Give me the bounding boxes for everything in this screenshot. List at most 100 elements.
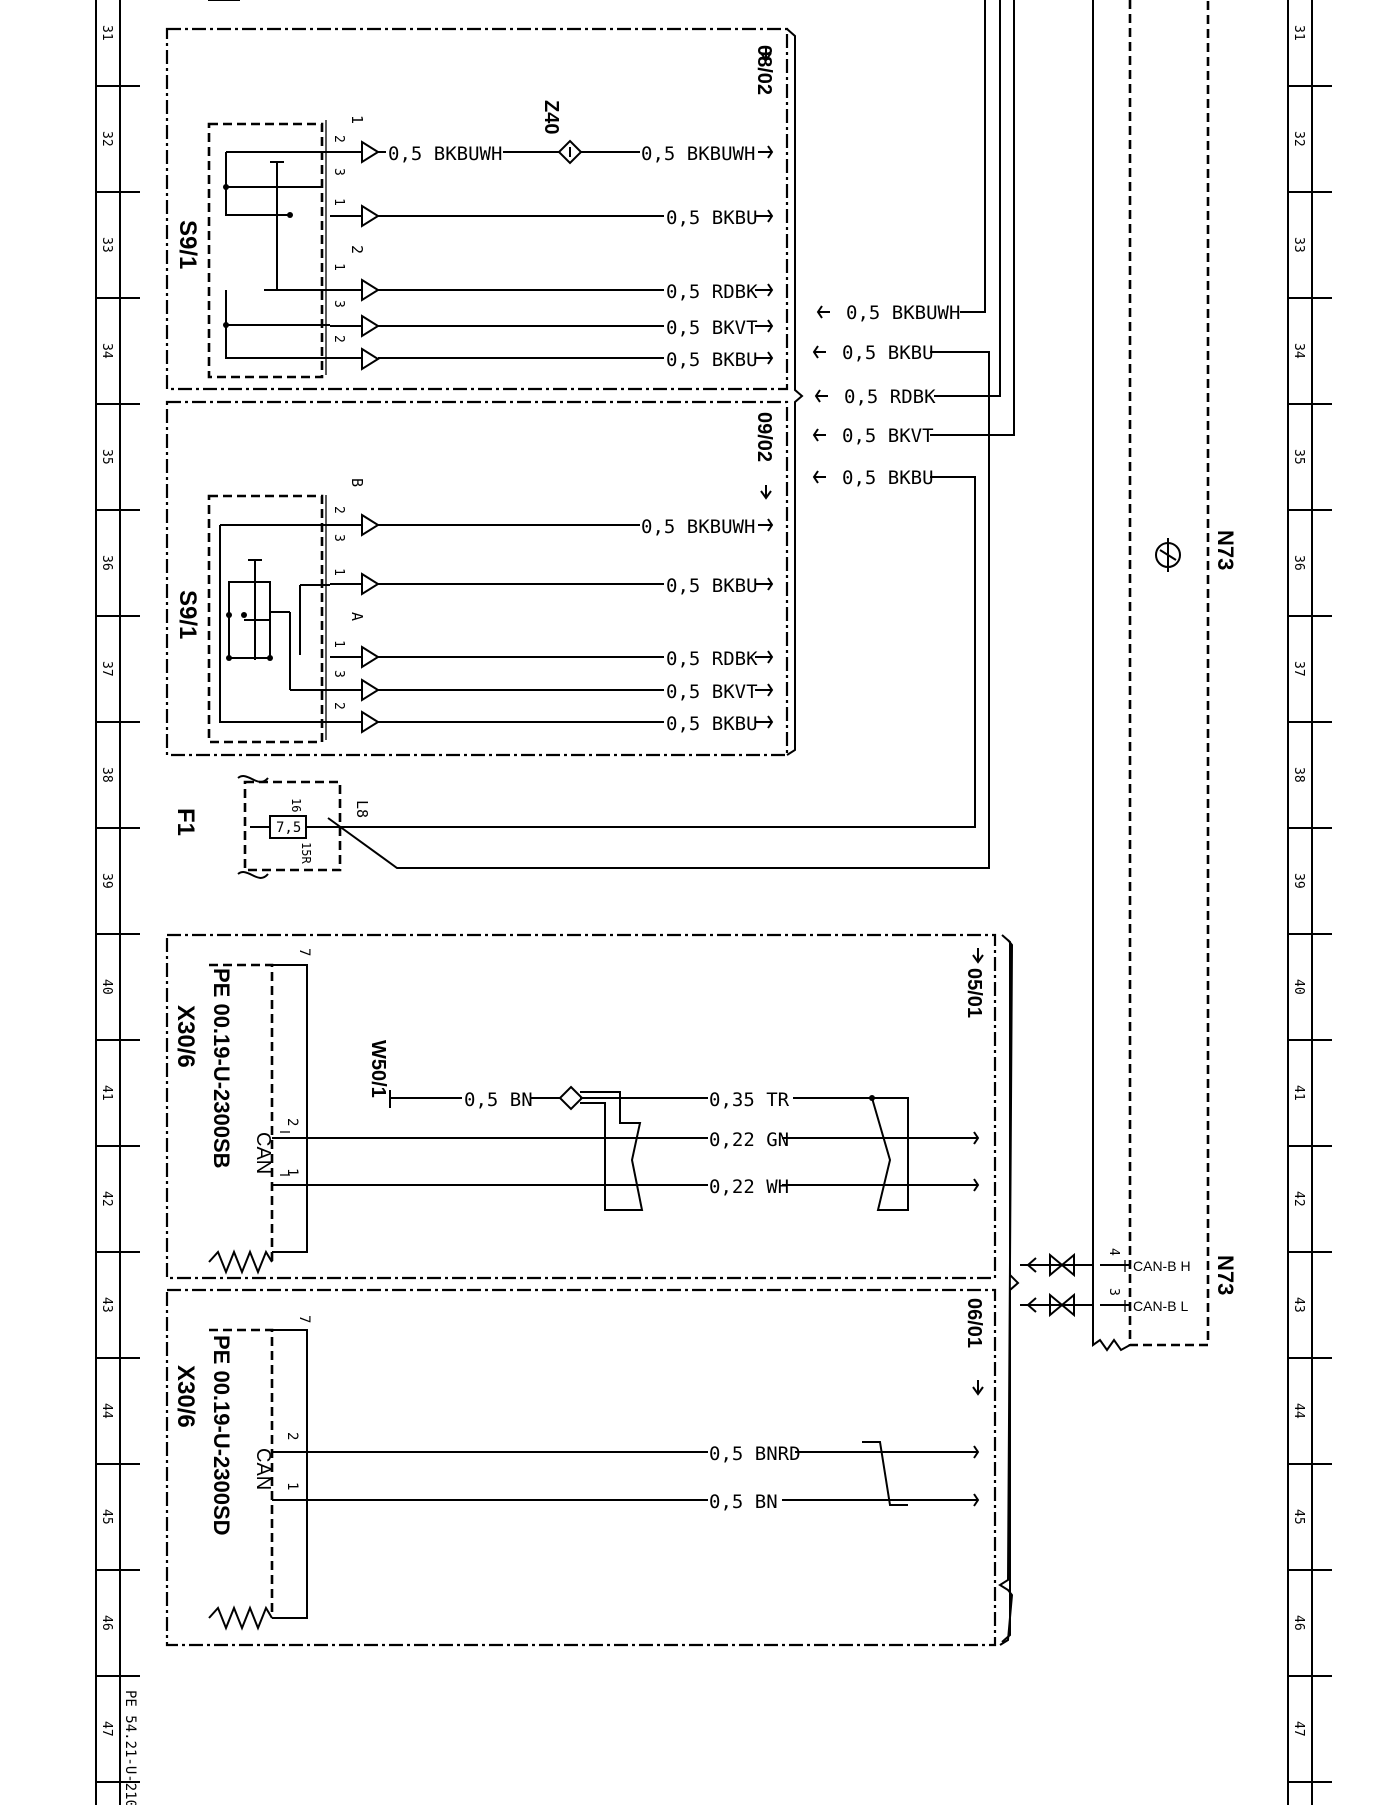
- ruler-row-number: 46: [99, 1615, 114, 1631]
- ruler-row-number: 43: [1291, 1297, 1306, 1313]
- ruler-row-number: 46: [1291, 1615, 1306, 1631]
- upper-wire-3-label: 0,5 RDBK: [666, 281, 758, 303]
- ruler-row-number: 38: [99, 767, 114, 783]
- can2-pin-2: 2: [284, 1432, 300, 1440]
- upper-pin-label: 3: [331, 300, 346, 308]
- n73-pin-4: 4: [1106, 1248, 1121, 1256]
- ruler-row-number: 32: [99, 131, 114, 147]
- bus-wire-5-label: 0,5 BKBU: [842, 467, 934, 489]
- ruler-row-number: 40: [99, 979, 114, 995]
- upper-pin-label: 3: [331, 168, 346, 176]
- lower-connector-b-label: B: [348, 478, 366, 487]
- ruler-row-number: 36: [99, 555, 114, 571]
- lower-wire-1-label: 0,5 BKBUWH: [641, 516, 755, 538]
- can1-can-label: CAN: [252, 1132, 274, 1174]
- component-x30-sb: X30/6: [172, 1005, 199, 1068]
- can-box-1: 05/01 PE 00.19-U-2300SB X30/6 7 2 1 CAN …: [165, 933, 997, 1280]
- can2-pin-7: 7: [296, 1315, 312, 1323]
- n73-can-h-label: CAN-B H: [1133, 1258, 1191, 1274]
- ruler-row-number: 33: [1291, 237, 1306, 253]
- ruler-row-number: 37: [1291, 661, 1306, 677]
- upper-wire-4-label: 0,5 BKVT: [666, 317, 758, 339]
- ruler-row-number: 34: [99, 343, 114, 359]
- can-box-2: 06/01 PE 00.19-U-2300SD X30/6 7 2 1 CAN …: [165, 1288, 997, 1647]
- lower-connector-a-label: A: [348, 612, 366, 621]
- fuse-pin-bottom: 15R: [299, 842, 313, 864]
- upper-connector-1-label: 1: [348, 115, 366, 124]
- pe-sb-reference: PE 00.19-U-2300SB: [209, 968, 234, 1169]
- ruler-row-number: 34: [1291, 343, 1306, 359]
- fuse-pin-top: 16: [289, 798, 303, 812]
- ref-can-box-2: 06/01: [963, 1298, 985, 1348]
- ruler-row-number: 45: [99, 1509, 114, 1525]
- lower-pin-label: 1: [331, 568, 346, 576]
- ruler-row-number: 47: [1291, 1721, 1306, 1737]
- upper-pin-label: 2: [331, 135, 346, 143]
- ruler-row-number: 43: [99, 1297, 114, 1313]
- ruler-row-number: 39: [99, 873, 114, 889]
- bus-wire-2-label: 0,5 BKBU: [842, 342, 934, 364]
- ruler-row-number: 41: [1291, 1085, 1306, 1101]
- ruler-row-number: 40: [1291, 979, 1306, 995]
- fuse-f1: F1 7,5 16 15R L8: [172, 775, 371, 879]
- ref-lower-box: 09/02: [753, 412, 775, 462]
- component-n73-bottom: N73: [1213, 1255, 1238, 1295]
- switch-box-upper: 08/02 S9/1 1 2 2 3 1 1 3 2 0,5 BKBUWH Z4…: [165, 27, 789, 391]
- ruler-row-number: 42: [1291, 1191, 1306, 1207]
- component-s9-lower: S9/1: [174, 590, 201, 639]
- lower-pin-label: 2: [331, 702, 346, 710]
- document-reference: PE 54.21-U-210: [122, 1690, 138, 1805]
- ruler-row-number: 47: [99, 1721, 114, 1737]
- can1-pin-2: 2: [284, 1118, 300, 1126]
- left-ruler: [95, 0, 121, 1805]
- ruler-row-number: 39: [1291, 873, 1306, 889]
- upper-connector-2-label: 2: [348, 245, 366, 254]
- can1-pin-7: 7: [296, 948, 312, 956]
- can-connectors: [998, 939, 1093, 1646]
- upper-wire-2-label: 0,5 BKBU: [666, 207, 758, 229]
- can1-wire-1-label: 0,35 TR: [709, 1089, 790, 1111]
- lower-pin-label: 3: [331, 670, 346, 678]
- can2-wire-2-label: 0,5 BN: [709, 1491, 778, 1513]
- fuse-value: 7,5: [276, 820, 301, 836]
- ruler-row-number: 41: [99, 1085, 114, 1101]
- fuse-terminal: L8: [353, 800, 371, 818]
- upper-wire-5-label: 0,5 BKBU: [666, 349, 758, 371]
- lower-wire-3-label: 0,5 RDBK: [666, 648, 758, 670]
- ruler-row-number: 42: [99, 1191, 114, 1207]
- can1-feed-label: 0,5 BN: [464, 1089, 533, 1111]
- component-s9-upper: S9/1: [174, 220, 201, 269]
- n73-pin-3: 3: [1106, 1288, 1121, 1296]
- ruler-row-number: 35: [1291, 449, 1306, 465]
- ruler-row-number: 44: [99, 1403, 114, 1419]
- module-n73: N73 N73 4 3 CAN-B H CAN-B L: [1092, 0, 1238, 1352]
- component-n73-top: N73: [1213, 530, 1238, 570]
- ruler-row-number: 44: [1291, 1403, 1306, 1419]
- component-f1: F1: [172, 808, 199, 836]
- lower-wire-5-label: 0,5 BKBU: [666, 713, 758, 735]
- lower-pin-label: 3: [331, 534, 346, 542]
- bus-wires: 0,5 BKBUWH 0,5 BKBU 0,5 RDBK 0,5 BKVT 0,…: [327, 0, 1015, 869]
- ref-upper-box: 08/02: [753, 45, 775, 95]
- can2-wire-1-label: 0,5 BNRD: [709, 1443, 801, 1465]
- lower-pin-label: 2: [331, 506, 346, 514]
- lower-wire-4-label: 0,5 BKVT: [666, 681, 758, 703]
- bus-wire-3-label: 0,5 RDBK: [844, 386, 936, 408]
- bus-wire-1-label: 0,5 BKBUWH: [846, 302, 960, 324]
- lower-pin-label: 1: [331, 640, 346, 648]
- bus-wire-4-label: 0,5 BKVT: [842, 425, 934, 447]
- ruler-row-number: 32: [1291, 131, 1306, 147]
- ruler-row-number: 38: [1291, 767, 1306, 783]
- upper-pin-label: 1: [331, 263, 346, 271]
- pe-sd-reference: PE 00.19-U-2300SD: [209, 1335, 234, 1536]
- can1-pin-1: 1: [284, 1168, 300, 1176]
- upper-wire-1-left-label: 0,5 BKBUWH: [388, 143, 502, 165]
- ruler-row-number: 31: [99, 25, 114, 41]
- ruler-row-number: 33: [99, 237, 114, 253]
- ruler-row-number: 45: [1291, 1509, 1306, 1525]
- lower-wire-2-label: 0,5 BKBU: [666, 575, 758, 597]
- n73-can-l-label: CAN-B L: [1133, 1298, 1188, 1314]
- ruler-row-number: 35: [99, 449, 114, 465]
- upper-wire-1-label: 0,5 BKBUWH: [641, 143, 755, 165]
